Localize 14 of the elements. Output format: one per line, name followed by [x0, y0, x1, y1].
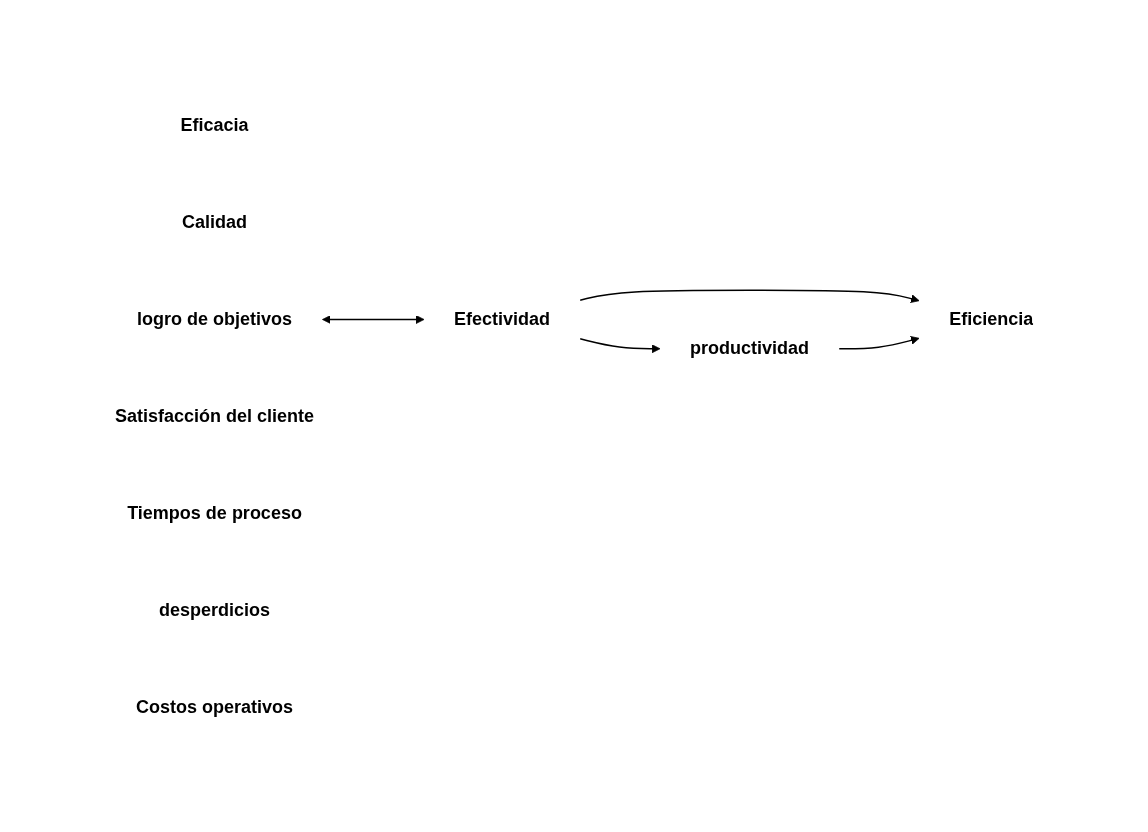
arrow [579, 337, 661, 353]
node-text: desperdicios [158, 599, 270, 620]
arrow [838, 335, 920, 349]
node-text: Eficiencia [949, 308, 1034, 329]
node-text: Tiempos de proceso [127, 502, 302, 523]
node-text: Satisfacción del cliente [114, 405, 314, 426]
node-text: Efectividad [453, 308, 551, 329]
node-text: Costos operativos [135, 696, 293, 717]
node-text: logro de objetivos [136, 308, 292, 329]
node-text: productividad [690, 337, 810, 358]
arrow [321, 314, 425, 324]
node-text: Calidad [181, 211, 247, 232]
node-text: Eficacia [180, 114, 249, 135]
arrow [579, 289, 920, 303]
